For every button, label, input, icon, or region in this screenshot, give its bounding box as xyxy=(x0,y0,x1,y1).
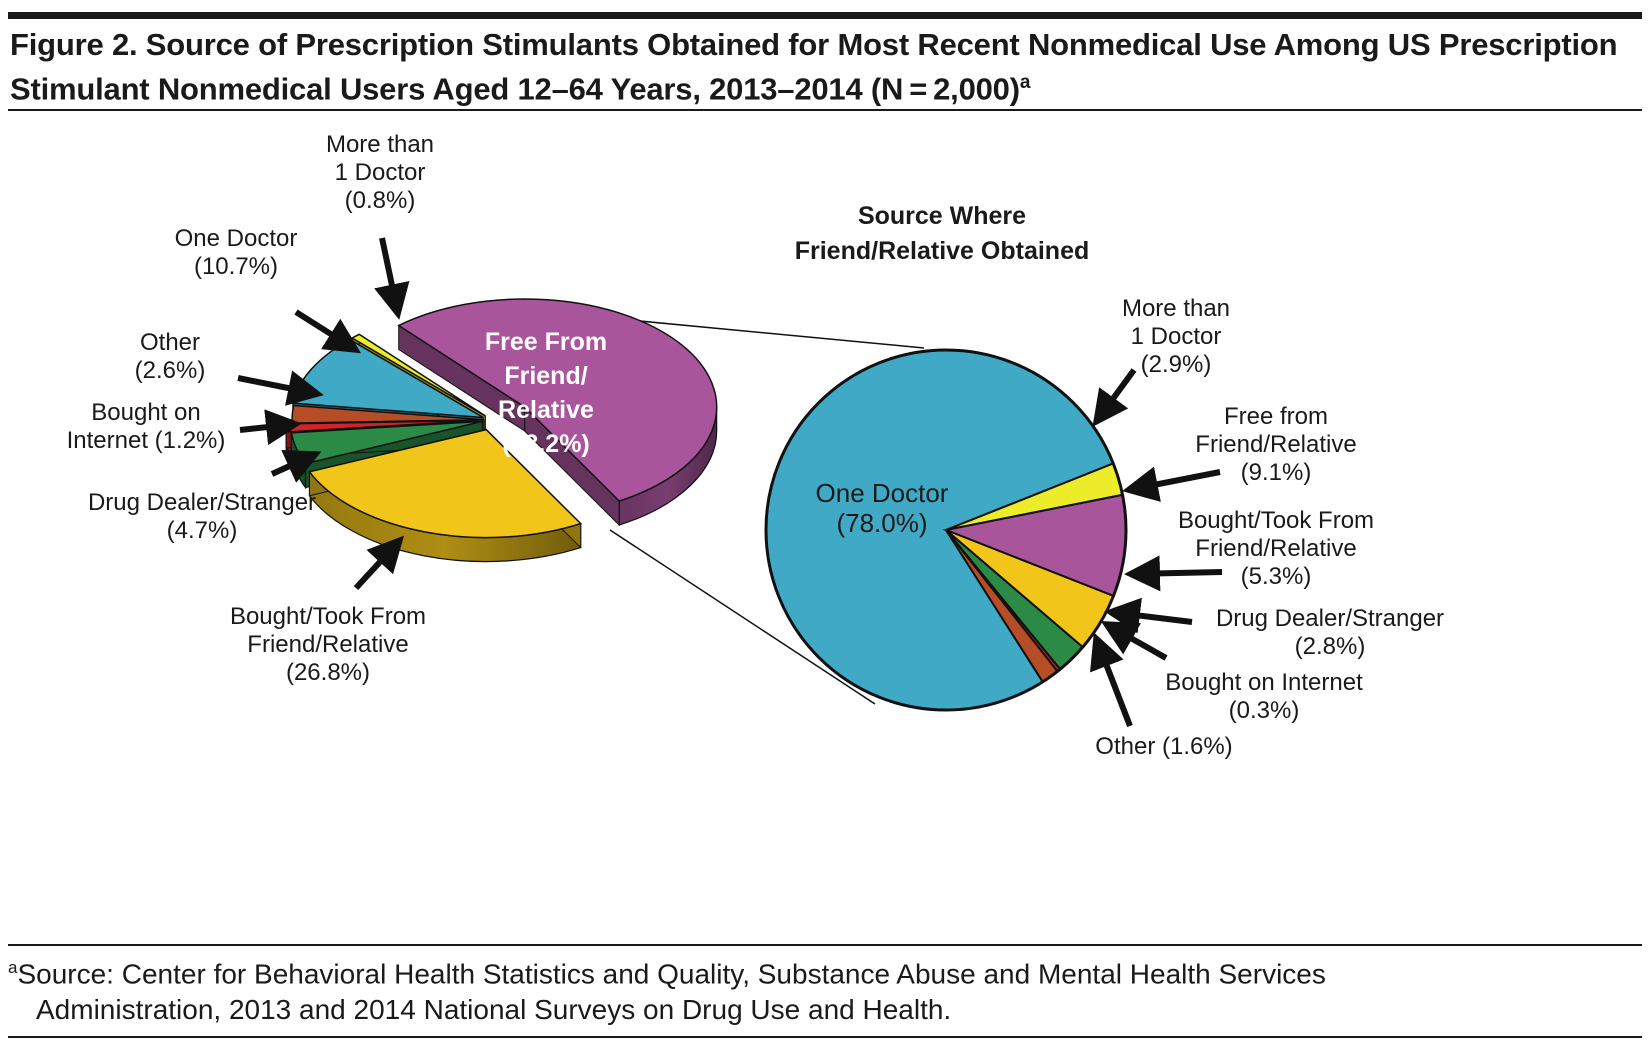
main-pie-label-drug-dealer-stranger-line-2: (4.7%) xyxy=(167,517,238,544)
main-pie-label-one-doctor: One Doctor(10.7%) xyxy=(175,225,298,280)
main-pie-label-other: Other(2.6%) xyxy=(135,329,206,384)
main-pie-label-more-than-1-doctor-line-1: More than xyxy=(326,131,434,158)
detail-pie-label-one-doctor-line-2: (78.0%) xyxy=(836,508,927,538)
detail-pie-label-bought-took-from-friend-relative-line-2: Friend/Relative xyxy=(1195,535,1356,562)
detail-pie-label-more-than-1-doctor-line-2: 1 Doctor xyxy=(1131,323,1222,350)
detail-pie-outline xyxy=(764,348,1128,712)
detail-pie-label-one-doctor-line-1: One Doctor xyxy=(816,478,949,508)
detail-pie-label-bought-on-internet-line-1: Bought on Internet xyxy=(1165,669,1363,696)
top-rule xyxy=(8,12,1642,19)
footnote: aSource: Center for Behavioral Health St… xyxy=(8,950,1608,1028)
footnote-line-1-text: Source: Center for Behavioral Health Sta… xyxy=(17,958,1326,990)
detail-pie-label-drug-dealer-stranger-line-2: (2.8%) xyxy=(1295,633,1366,660)
detail-pie-label-other-line-1: Other (1.6%) xyxy=(1095,733,1232,760)
detail-pie-arrow-free-from-friend-relative xyxy=(1122,466,1221,502)
main-pie-label-bought-took-from-friend-relative-line-2: Friend/Relative xyxy=(247,631,408,658)
main-pie-label-bought-on-internet-line-2: Internet (1.2%) xyxy=(67,427,226,454)
zoom-connector-lines xyxy=(607,317,925,705)
main-pie-arrow-more-than-1-doctor xyxy=(374,237,410,320)
main-pie-label-drug-dealer-stranger: Drug Dealer/Stranger(4.7%) xyxy=(88,489,316,544)
main-pie-label-free-from-friend-relative-line-2: Friend/ xyxy=(504,362,587,390)
main-pie-label-bought-took-from-friend-relative-line-3: (26.8%) xyxy=(286,659,370,686)
main-pie-arrow-bought-took xyxy=(353,535,405,591)
connector-line-top xyxy=(607,317,925,349)
detail-pie-label-free-from-friend-relative-line-1: Free from xyxy=(1224,403,1328,430)
detail-pie-label-free-from-friend-relative-line-2: Friend/Relative xyxy=(1195,431,1356,458)
main-pie-slice-bought-took-from-friend-relative xyxy=(308,428,583,539)
detail-pie-label-free-from-friend-relative-line-3: (9.1%) xyxy=(1241,459,1312,486)
main-pie-label-free-from-friend-relative-line-1: Free From xyxy=(485,328,607,356)
main-pie-arrow-other xyxy=(237,370,324,406)
footnote-marker: a xyxy=(8,958,18,977)
main-pie-label-more-than-1-doctor-line-2: 1 Doctor xyxy=(335,159,426,186)
detail-pie-arrow-bought-took xyxy=(1124,555,1223,592)
bottom-rule xyxy=(8,1036,1642,1038)
detail-pie-label-other: Other (1.6%) xyxy=(1095,733,1232,760)
connector-line-bottom xyxy=(609,529,876,705)
detail-pie-arrow-internet xyxy=(1100,621,1168,661)
detail-pie-arrow-drug-dealer xyxy=(1104,597,1193,634)
main-pie-label-one-doctor-line-1: One Doctor xyxy=(175,225,298,252)
detail-pie-label-more-than-1-doctor-line-1: More than xyxy=(1122,295,1230,322)
footnote-line-2: Administration, 2013 and 2014 National S… xyxy=(36,994,952,1026)
detail-pie-title-line-1: Source Where xyxy=(858,202,1026,230)
detail-pie-label-bought-took-from-friend-relative-line-3: (5.3%) xyxy=(1241,563,1312,590)
main-pie-label-other-line-2: (2.6%) xyxy=(135,357,206,384)
footnote-rule xyxy=(8,944,1642,946)
main-pie-label-bought-took-from-friend-relative-line-1: Bought/Took From xyxy=(230,603,426,630)
figure-title: Figure 2. Source of Prescription Stimula… xyxy=(10,26,1640,108)
main-pie-label-drug-dealer-stranger-line-1: Drug Dealer/Stranger xyxy=(88,489,316,516)
main-pie-arrow-internet xyxy=(239,409,302,446)
title-rule xyxy=(8,109,1642,111)
main-pie-arrow-drug-dealer xyxy=(270,450,322,483)
main-pie-slice-free-from-friend-relative xyxy=(397,298,718,502)
figure-title-marker: a xyxy=(1019,72,1031,93)
main-pie-label-more-than-1-doctor-line-3: (0.8%) xyxy=(345,187,416,214)
main-pie-label-free-from-friend-relative-line-4: (53.2%) xyxy=(502,430,590,458)
main-pie-label-other-line-1: Other xyxy=(140,329,200,356)
detail-pie-label-drug-dealer-stranger: Drug Dealer/Stranger(2.8%) xyxy=(1216,605,1444,660)
detail-pie-label-drug-dealer-stranger-line-1: Drug Dealer/Stranger xyxy=(1216,605,1444,632)
detail-pie-label-bought-on-internet-line-2: (0.3%) xyxy=(1229,697,1300,724)
detail-pie xyxy=(764,348,1128,712)
detail-pie-arrow-other xyxy=(1090,632,1133,728)
detail-pie-title-line-2: Friend/Relative Obtained xyxy=(795,237,1090,265)
footnote-line-1: aSource: Center for Behavioral Health St… xyxy=(8,950,1608,992)
detail-pie-label-bought-on-internet: Bought on Internet(0.3%) xyxy=(1165,669,1363,724)
main-pie-label-free-from-friend-relative-line-3: Relative xyxy=(498,396,594,424)
detail-pie-label-bought-took-from-friend-relative-line-1: Bought/Took From xyxy=(1178,507,1374,534)
detail-pie-label-more-than-1-doctor-line-3: (2.9%) xyxy=(1141,351,1212,378)
detail-pie-arrow-more-than-1-doctor xyxy=(1092,368,1137,427)
figure-title-text: Figure 2. Source of Prescription Stimula… xyxy=(10,27,1618,107)
detail-pie-label-one-doctor: One Doctor(78.0%) xyxy=(816,478,949,538)
main-pie-label-bought-on-internet-line-1: Bought on xyxy=(91,399,200,426)
main-pie-arrow-one-doctor xyxy=(294,309,362,354)
main-pie-label-one-doctor-line-2: (10.7%) xyxy=(194,253,278,280)
main-pie-side-shade-free-from-friend-relative xyxy=(619,407,717,526)
main-pie xyxy=(285,298,718,563)
